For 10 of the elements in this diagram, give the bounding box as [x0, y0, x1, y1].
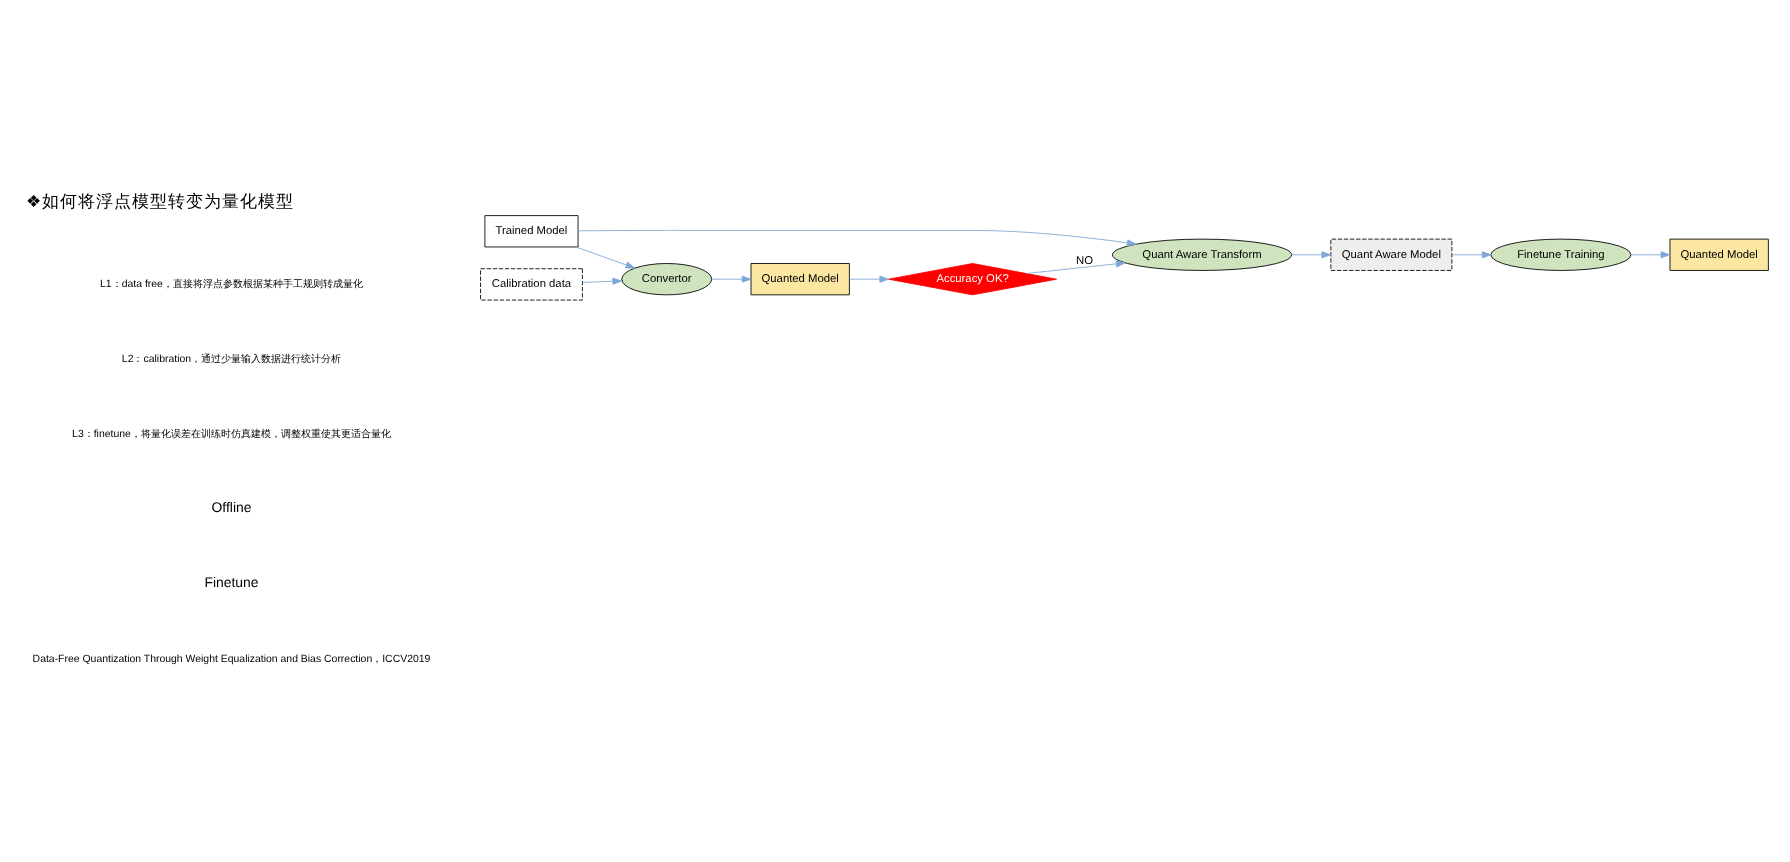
arrow	[849, 274, 890, 282]
arrow	[582, 276, 623, 284]
arrow	[1630, 250, 1671, 258]
arrow	[1451, 250, 1492, 258]
diagram-title: ❖如何将浮点模型转变为量化模型	[26, 189, 295, 210]
arrow	[575, 245, 636, 268]
arrow	[711, 274, 752, 282]
arrow	[1291, 250, 1332, 258]
arrow	[577, 228, 1137, 246]
arrow	[1026, 259, 1126, 273]
